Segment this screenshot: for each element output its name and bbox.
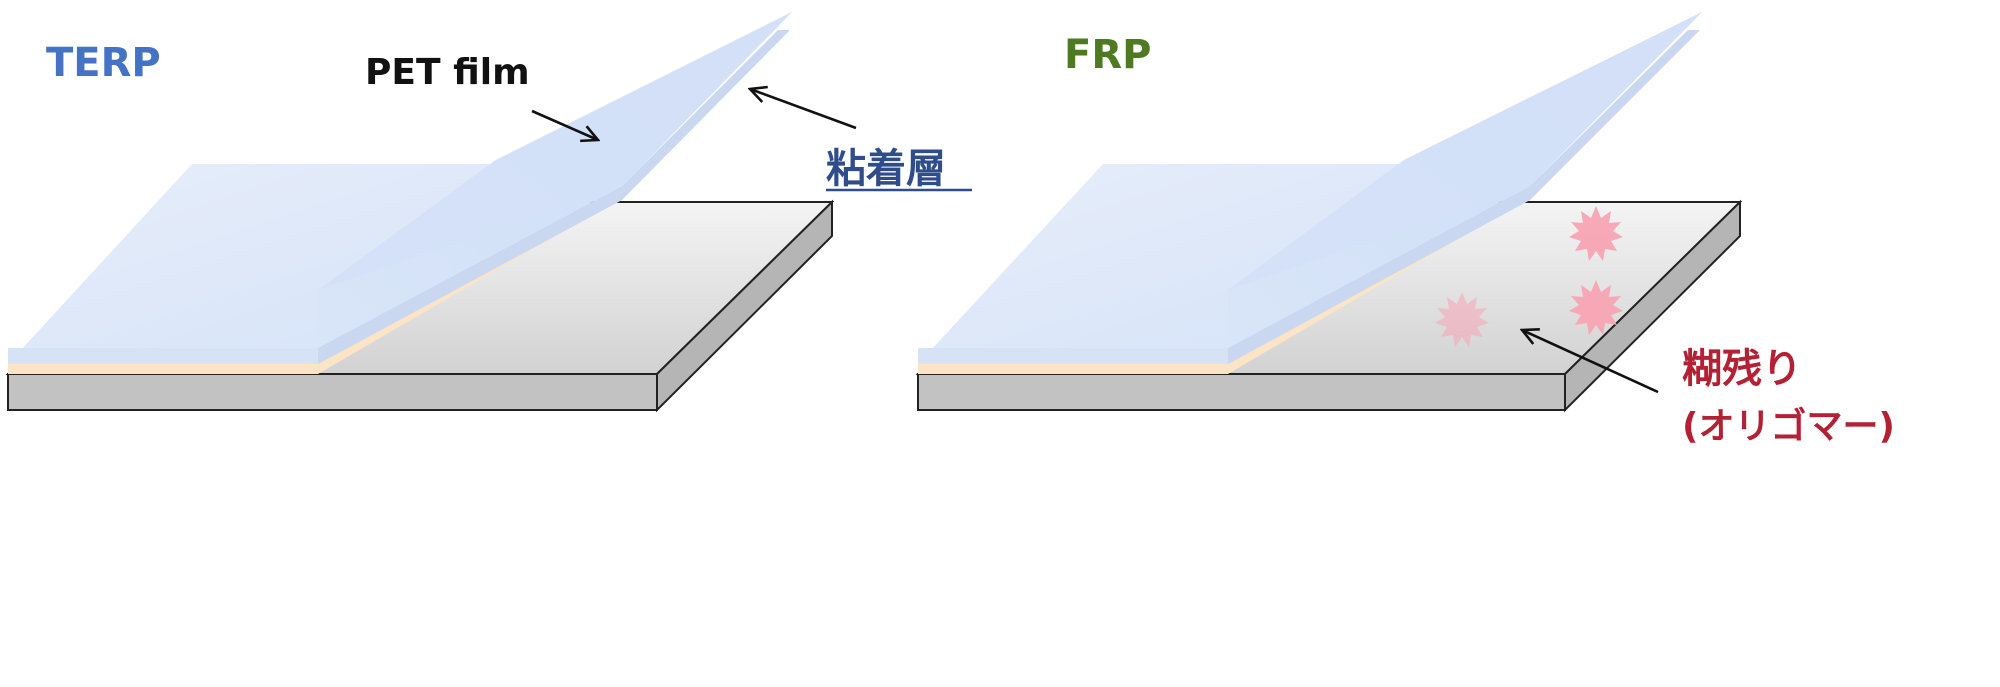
- adhesive-layer-arrow: [750, 89, 857, 130]
- pet-film-label: PET film: [365, 52, 530, 93]
- frp-panel: FRP 糊残り (オリゴマー): [915, 12, 1895, 447]
- adhesive-layer-label: 粘着層: [826, 146, 946, 192]
- pet-film-arrow: [531, 109, 598, 140]
- terp-peeled-film-flap: [318, 12, 792, 374]
- residue-label-line2: (オリゴマー): [1682, 405, 1895, 447]
- adhesive-residue-spots: [1435, 206, 1623, 347]
- frp-title: FRP: [1064, 32, 1151, 78]
- frp-peeled-film-flap: [1228, 12, 1702, 374]
- residue-label-line1: 糊残り: [1682, 346, 1802, 392]
- terp-title: TERP: [46, 40, 161, 86]
- residue-burst: [1569, 280, 1623, 335]
- residue-burst: [1435, 292, 1489, 347]
- terp-panel: TERP PET film 粘着層: [5, 12, 972, 413]
- residue-burst: [1569, 206, 1623, 261]
- residue-arrow: [1522, 330, 1659, 394]
